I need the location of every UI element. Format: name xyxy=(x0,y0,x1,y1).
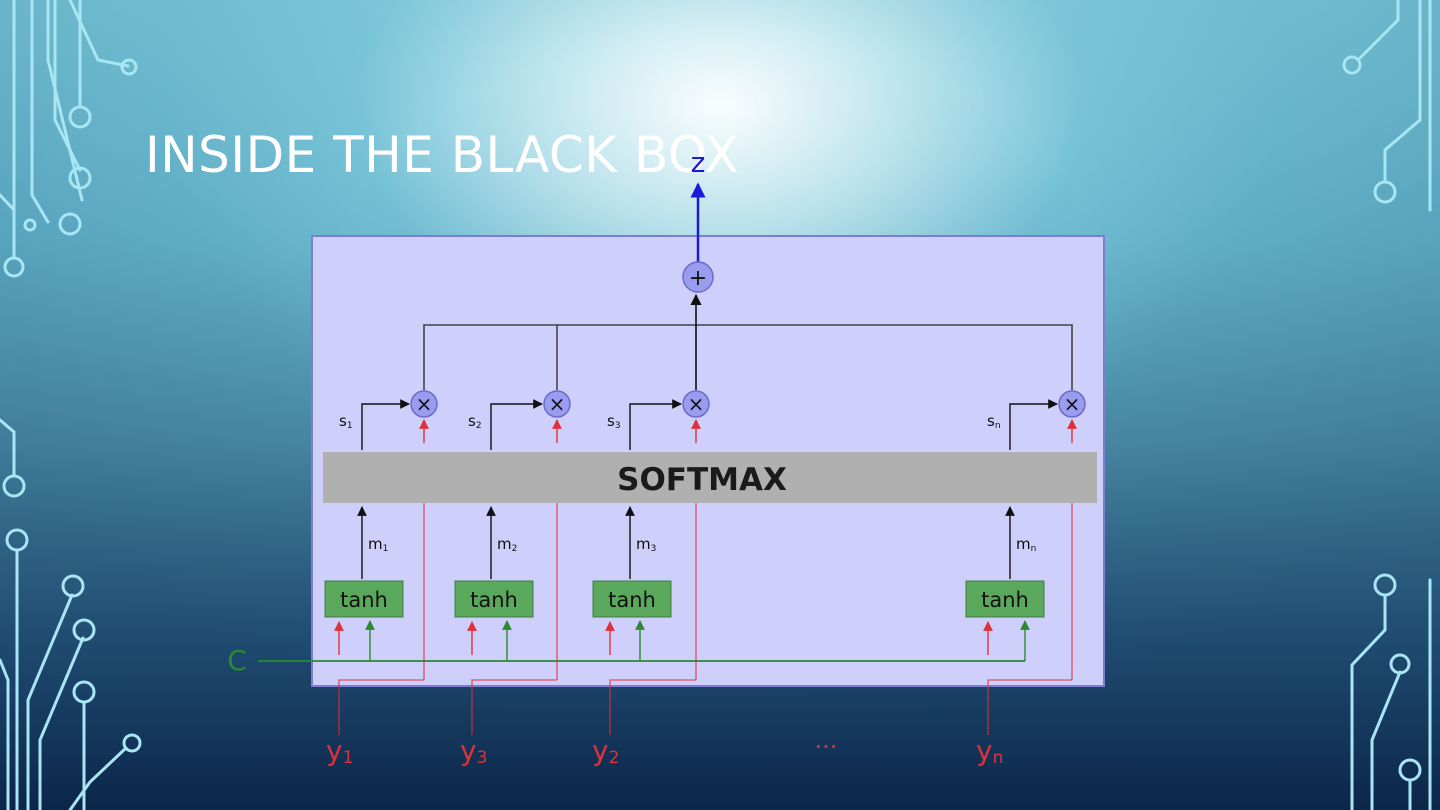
output-z-label: z xyxy=(691,146,706,179)
softmax-label: SOFTMAX xyxy=(617,462,787,498)
branch-3-tanh-label: tanh xyxy=(608,588,656,612)
ellipsis: ... xyxy=(815,726,838,754)
branch-3-y-label: y2 xyxy=(592,734,619,768)
branch-1-input-line xyxy=(339,680,424,735)
branch-3-input-line xyxy=(610,680,696,735)
context-label: C xyxy=(227,644,247,677)
branch-2-input-line xyxy=(472,680,557,735)
branch-1-tanh-label: tanh xyxy=(340,588,388,612)
branch-2-y-label: y3 xyxy=(460,734,487,768)
branch-4-tanh-label: tanh xyxy=(981,588,1029,612)
branch-4-multiply-symbol: × xyxy=(1064,392,1081,416)
branch-4-y-label: yn xyxy=(976,734,1003,768)
branch-2-multiply-symbol: × xyxy=(549,392,566,416)
branch-1-multiply-symbol: × xyxy=(416,392,433,416)
branch-1-y-label: y1 xyxy=(326,734,353,768)
branch-3-multiply-symbol: × xyxy=(688,392,705,416)
sum-node-symbol: + xyxy=(689,266,707,291)
branch-4-input-line xyxy=(988,680,1072,735)
branch-2-tanh-label: tanh xyxy=(470,588,518,612)
